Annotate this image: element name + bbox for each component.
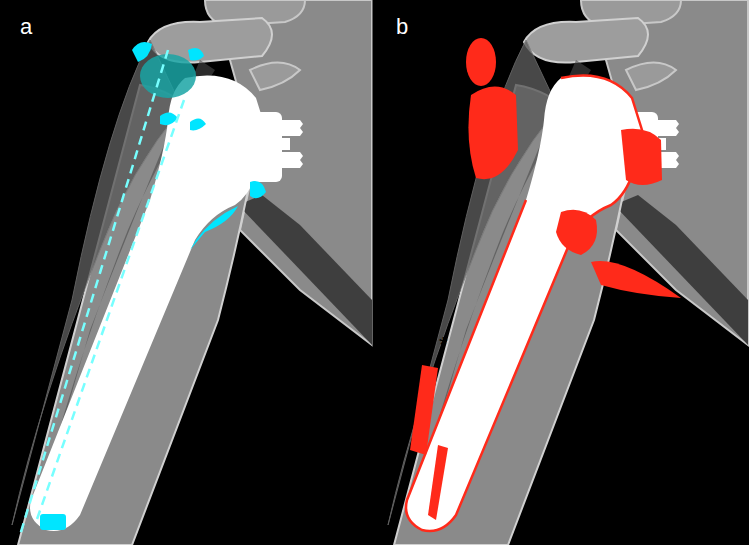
asterisk-marker: * bbox=[439, 334, 448, 356]
panel-letter: a bbox=[20, 16, 32, 38]
panel-b bbox=[388, 0, 748, 545]
panel-a bbox=[12, 0, 372, 545]
panel-letter: b bbox=[396, 16, 408, 38]
